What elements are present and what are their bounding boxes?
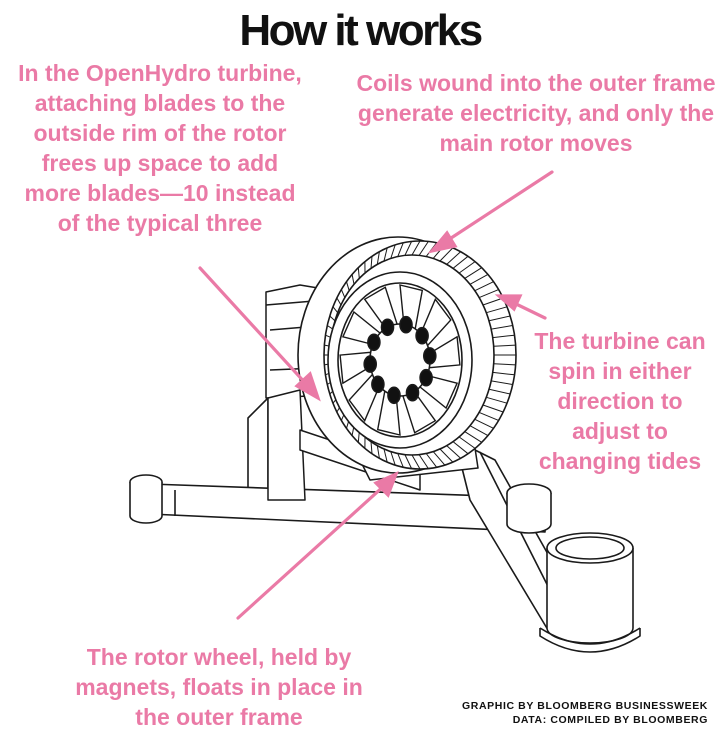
- coil-tick: [397, 242, 404, 257]
- coil-tick: [493, 344, 516, 347]
- coil-tick: [439, 247, 454, 262]
- annotation-coils: Coils wound into the outer frame generat…: [356, 70, 716, 156]
- coil-tick: [425, 453, 438, 468]
- coil-tick: [482, 297, 504, 306]
- coil-tick: [491, 380, 513, 385]
- coil-tick: [488, 388, 511, 395]
- coil-tick: [486, 306, 508, 314]
- coil-tick: [452, 441, 469, 455]
- coil-tick: [418, 454, 429, 469]
- hub-notch: [405, 383, 420, 402]
- coil-tick: [404, 241, 413, 256]
- annotation-rotor: The rotor wheel, held by magnets, floats…: [75, 644, 363, 730]
- coil-tick: [492, 334, 515, 339]
- hub-notch: [419, 368, 433, 387]
- coil-tick: [383, 247, 388, 262]
- hub-notch: [363, 355, 378, 373]
- hub-notch: [399, 315, 413, 334]
- coil-tick: [397, 453, 404, 468]
- coil-tick: [411, 240, 421, 256]
- coil-tick: [376, 445, 380, 459]
- coil-tick: [411, 454, 421, 470]
- coil-tick: [482, 404, 504, 413]
- coil-tick: [370, 256, 373, 269]
- hub-notch: [422, 347, 437, 365]
- turbine-base: [129, 397, 641, 653]
- coil-tick: [390, 244, 396, 259]
- coil-tick: [458, 436, 476, 449]
- coil-tick: [446, 251, 461, 265]
- graphic-credit: GRAPHIC BY BLOOMBERG BUSINESSWEEK: [462, 700, 708, 712]
- coil-tick: [493, 363, 516, 366]
- coil-tick: [439, 448, 454, 463]
- coil-tick: [370, 441, 373, 454]
- annotation-blades: In the OpenHydro turbine, attaching blad…: [18, 60, 302, 236]
- coil-tick: [351, 274, 355, 285]
- coil-tick: [332, 306, 339, 314]
- coil-tick: [329, 315, 336, 322]
- coil-tick: [469, 425, 489, 437]
- coil-tick: [346, 281, 350, 291]
- page-title: How it works: [239, 6, 483, 55]
- coil-tick: [404, 454, 413, 469]
- coil-tick: [376, 251, 380, 265]
- annotation-spin: The turbine can spin in either direction…: [534, 328, 706, 474]
- coil-tick: [390, 451, 396, 466]
- coil-tick: [479, 289, 499, 299]
- hub-notch: [380, 318, 395, 337]
- coil-tick: [418, 241, 429, 256]
- coil-tick: [432, 451, 446, 466]
- coil-tick: [464, 431, 482, 443]
- coil-tick: [446, 445, 461, 459]
- coil-tick: [464, 267, 482, 279]
- coil-tick: [340, 289, 346, 298]
- coil-tick: [488, 315, 511, 322]
- coil-tick: [383, 448, 388, 463]
- turbine-housing: [297, 236, 517, 474]
- coil-tick: [492, 371, 515, 376]
- coil-tick: [458, 261, 476, 274]
- hub-notch: [367, 333, 381, 352]
- hub-notch: [387, 386, 401, 405]
- coil-tick: [486, 396, 508, 404]
- coil-tick: [474, 418, 494, 429]
- pointer-lines: [198, 170, 554, 620]
- data-credit: DATA: COMPILED BY BLOOMBERG: [512, 714, 708, 726]
- coil-tick: [479, 411, 499, 421]
- rotor-hub: [363, 315, 437, 405]
- coil-tick: [491, 325, 513, 330]
- coil-tick: [336, 297, 342, 306]
- coil-tick: [357, 267, 360, 279]
- coil-tick: [452, 255, 469, 269]
- hub-notch: [415, 326, 429, 345]
- hub-notch: [371, 375, 385, 394]
- coil-tick: [474, 281, 494, 292]
- coil-tick: [469, 273, 489, 285]
